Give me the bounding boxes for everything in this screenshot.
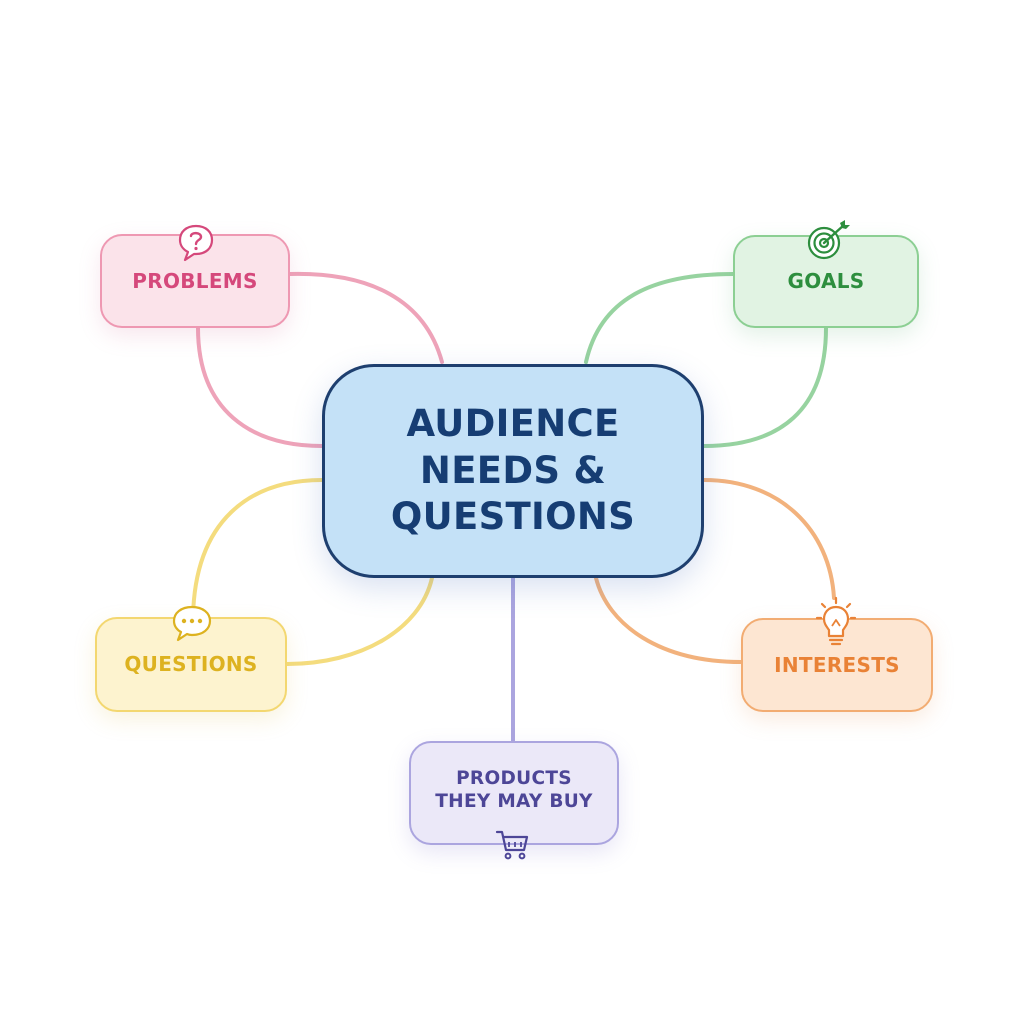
chat-bubble-icon (172, 605, 212, 642)
question-bubble-icon (178, 224, 214, 262)
connector-goals-top (584, 272, 735, 364)
shopping-cart-icon (495, 830, 529, 860)
connector-problems-top (288, 271, 444, 364)
products-label-line-1: PRODUCTS (456, 768, 572, 789)
central-topic-node[interactable]: AUDIENCE NEEDS & QUESTIONS (322, 364, 704, 578)
interests-label: INTERESTS (774, 652, 900, 677)
central-topic-line-1: AUDIENCE (406, 402, 620, 446)
target-icon (807, 220, 850, 260)
lightbulb-icon (815, 596, 857, 646)
products-label-line-2: THEY MAY BUY (435, 791, 593, 813)
connector-interests-top (702, 478, 836, 600)
connector-problems-bottom (196, 326, 324, 448)
products-node[interactable]: PRODUCTS THEY MAY BUY (409, 741, 619, 845)
central-topic-line-3: QUESTIONS (390, 495, 636, 539)
connector-questions-bottom (285, 576, 434, 666)
connector-goals-bottom (702, 326, 828, 448)
goals-label: GOALS (787, 269, 865, 293)
problems-label: PROBLEMS (132, 268, 258, 293)
questions-label: QUESTIONS (124, 652, 258, 676)
central-topic-line-2: NEEDS & (419, 448, 607, 492)
connector-interests-bottom (594, 576, 743, 664)
connector-questions-top (191, 478, 324, 619)
